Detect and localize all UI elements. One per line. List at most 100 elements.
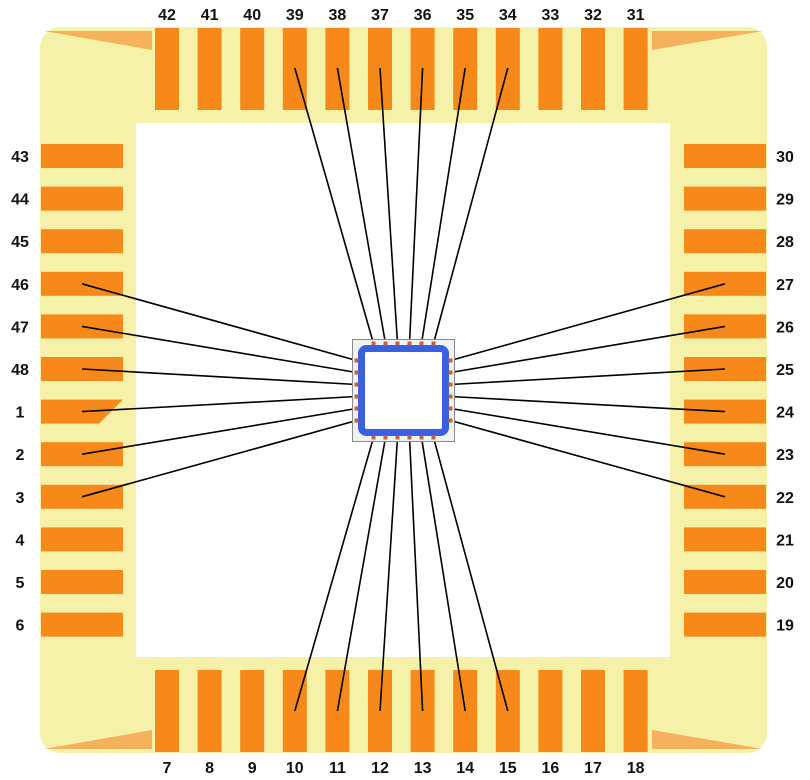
pad-top-41 — [197, 28, 222, 110]
die-bond-point-35 — [419, 341, 424, 346]
bond-wire-34 — [432, 67, 509, 344]
pin-label-9: 9 — [248, 760, 257, 777]
die-bond-point-36 — [407, 341, 412, 346]
pin-label-42: 42 — [158, 7, 176, 24]
die-bond-point-23 — [448, 406, 453, 411]
die-bond-point-25 — [448, 382, 453, 387]
pin-label-40: 40 — [243, 7, 261, 24]
pin-label-4: 4 — [16, 532, 25, 549]
pin-label-2: 2 — [16, 447, 25, 464]
pin-label-13: 13 — [414, 760, 432, 777]
bond-wire-35 — [420, 67, 466, 344]
pad-bottom-18 — [623, 670, 648, 752]
pin-label-28: 28 — [776, 234, 794, 251]
bond-wire-13 — [408, 437, 424, 712]
bond-wire-11 — [336, 437, 387, 712]
bond-wire-39 — [294, 67, 375, 344]
bond-wire-1 — [81, 395, 357, 413]
pin-label-8: 8 — [205, 760, 214, 777]
die-bond-point-37 — [395, 341, 400, 346]
die — [352, 339, 455, 442]
pin-label-30: 30 — [776, 149, 794, 166]
pin-label-38: 38 — [329, 7, 347, 24]
pin-label-11: 11 — [329, 760, 346, 777]
bond-wire-38 — [336, 67, 387, 344]
pin-label-16: 16 — [542, 760, 560, 777]
pin-label-33: 33 — [542, 7, 560, 24]
pin-label-36: 36 — [414, 7, 432, 24]
corner-accent-top-right — [652, 31, 763, 50]
pad-right-29 — [684, 186, 766, 211]
die-bond-point-1 — [354, 394, 359, 399]
bond-wire-25 — [450, 368, 726, 386]
pad-top-31 — [623, 28, 648, 110]
pin-label-27: 27 — [776, 277, 794, 294]
pad-right-19 — [684, 612, 766, 637]
pad-bottom-9 — [240, 670, 265, 752]
pad-bottom-17 — [581, 670, 605, 752]
pad-right-21 — [684, 527, 766, 552]
pad-top-40 — [240, 28, 265, 110]
pin-label-43: 43 — [11, 149, 29, 166]
pad-left-6 — [41, 612, 123, 637]
bond-wire-36 — [408, 67, 424, 344]
pin-label-37: 37 — [371, 7, 389, 24]
pad-bottom-7 — [155, 670, 179, 752]
die-bond-point-2 — [354, 406, 359, 411]
die-bond-point-13 — [407, 435, 412, 440]
bond-wire-27 — [450, 283, 726, 362]
pin-label-39: 39 — [286, 7, 304, 24]
die-bond-point-24 — [448, 394, 453, 399]
pin-label-25: 25 — [776, 362, 794, 379]
pin-label-7: 7 — [163, 760, 172, 777]
pad-right-28 — [684, 229, 766, 254]
corner-accent-top-left — [44, 31, 152, 50]
die-seal-ring — [358, 345, 449, 436]
bond-wire-23 — [450, 407, 726, 455]
pin-label-10: 10 — [286, 760, 304, 777]
pin-label-12: 12 — [371, 760, 389, 777]
die-bond-point-10 — [371, 435, 376, 440]
die-bond-point-48 — [354, 382, 359, 387]
pin-label-32: 32 — [584, 7, 602, 24]
pad-left-5 — [41, 570, 123, 594]
bond-wires — [81, 67, 726, 712]
bond-wire-3 — [81, 419, 357, 498]
pin-label-5: 5 — [16, 575, 25, 592]
pin-label-41: 41 — [201, 7, 219, 24]
pin-label-17: 17 — [584, 760, 602, 777]
pin-label-15: 15 — [499, 760, 517, 777]
pad-right-20 — [684, 570, 766, 594]
corner-accent-bottom-right — [652, 730, 763, 749]
pad-right-30 — [684, 144, 766, 168]
bond-wire-48 — [81, 368, 357, 386]
bond-wire-46 — [81, 283, 357, 362]
pin-label-24: 24 — [776, 405, 794, 422]
pin-label-48: 48 — [11, 362, 29, 379]
die-bond-point-46 — [354, 358, 359, 363]
bond-wire-12 — [379, 437, 399, 712]
bond-wire-15 — [432, 437, 509, 712]
pin-label-21: 21 — [776, 532, 794, 549]
corner-accent-bottom-left — [44, 730, 152, 749]
bond-wire-22 — [450, 419, 726, 498]
bond-wire-14 — [420, 437, 466, 712]
pin-label-20: 20 — [776, 575, 794, 592]
pin-label-29: 29 — [776, 192, 794, 209]
pad-left-4 — [41, 527, 123, 552]
bond-wire-24 — [450, 395, 726, 413]
pin-label-34: 34 — [499, 7, 517, 24]
bond-wire-26 — [450, 325, 726, 374]
pin-label-45: 45 — [11, 234, 29, 251]
die-bond-point-3 — [354, 418, 359, 423]
pad-top-33 — [538, 28, 563, 110]
pin-label-22: 22 — [776, 490, 794, 507]
pin-label-44: 44 — [11, 192, 29, 209]
pin-label-3: 3 — [16, 490, 25, 507]
pin-label-35: 35 — [456, 7, 474, 24]
pad-top-42 — [155, 28, 179, 110]
pad-bottom-8 — [197, 670, 222, 752]
pin-label-14: 14 — [456, 760, 474, 777]
pin-label-18: 18 — [627, 760, 645, 777]
pad-left-45 — [41, 229, 123, 254]
